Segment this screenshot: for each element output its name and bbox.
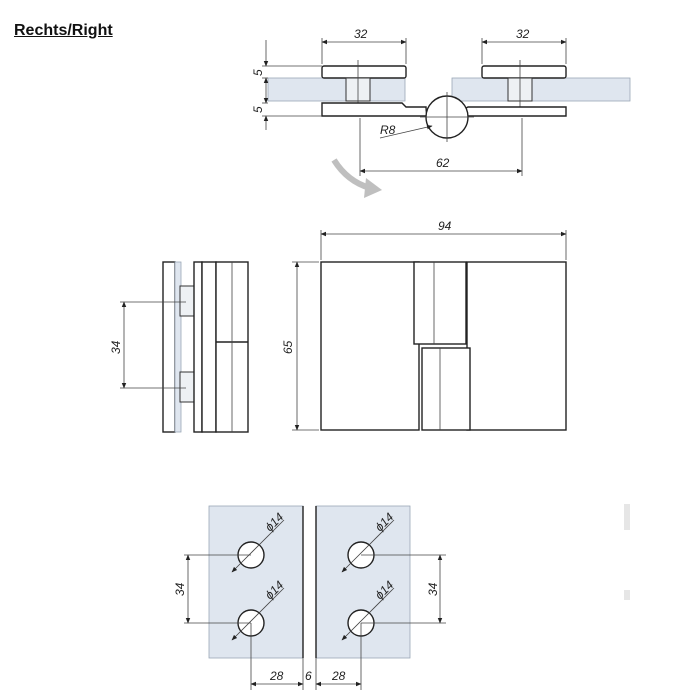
dim-right-edge-distance: 28 (331, 669, 346, 683)
dim-overall-width: 94 (438, 219, 452, 233)
dim-left-hole-spacing: 34 (173, 582, 187, 596)
dim-hinge-span: 62 (436, 156, 450, 170)
side-plate-left (162, 261, 176, 433)
hole-pattern-view: ϕ14 ϕ14 ϕ14 ϕ14 34 34 28 6 28 (173, 505, 446, 690)
front-view: 94 65 (281, 219, 567, 431)
dim-glass-thickness-upper: 5 (251, 69, 265, 76)
clamp-plate-right-top (481, 65, 567, 79)
clamp-plate-left-top (321, 65, 407, 79)
rotation-arrow-icon (331, 158, 371, 191)
dim-right-hole-spacing: 34 (426, 582, 440, 596)
front-leaf-left (320, 261, 420, 431)
glass-panel-right (451, 77, 631, 102)
dim-left-edge-distance: 28 (269, 669, 284, 683)
dim-radius: R8 (380, 123, 396, 137)
dim-overall-height: 65 (281, 340, 295, 354)
dim-top-right-width: 32 (516, 27, 530, 41)
dim-top-left-width: 32 (354, 27, 368, 41)
drawing-title: Rechts/Right (14, 22, 113, 39)
edge-mark-lower (624, 590, 630, 600)
front-knuckle-lower (421, 347, 471, 431)
edge-mark-upper (624, 504, 630, 530)
glass-panel-left (267, 77, 406, 102)
side-view: 34 (109, 261, 249, 433)
front-knuckle-upper (413, 261, 467, 345)
front-leaf-right (466, 261, 567, 431)
side-bolt-upper (179, 285, 195, 317)
top-view: 32 32 5 5 R8 62 (251, 27, 631, 198)
side-bolt-lower (179, 371, 195, 403)
dim-side-hole-spacing: 34 (109, 340, 123, 354)
dim-gap: 6 (305, 669, 312, 683)
dim-glass-thickness-lower: 5 (251, 106, 265, 113)
